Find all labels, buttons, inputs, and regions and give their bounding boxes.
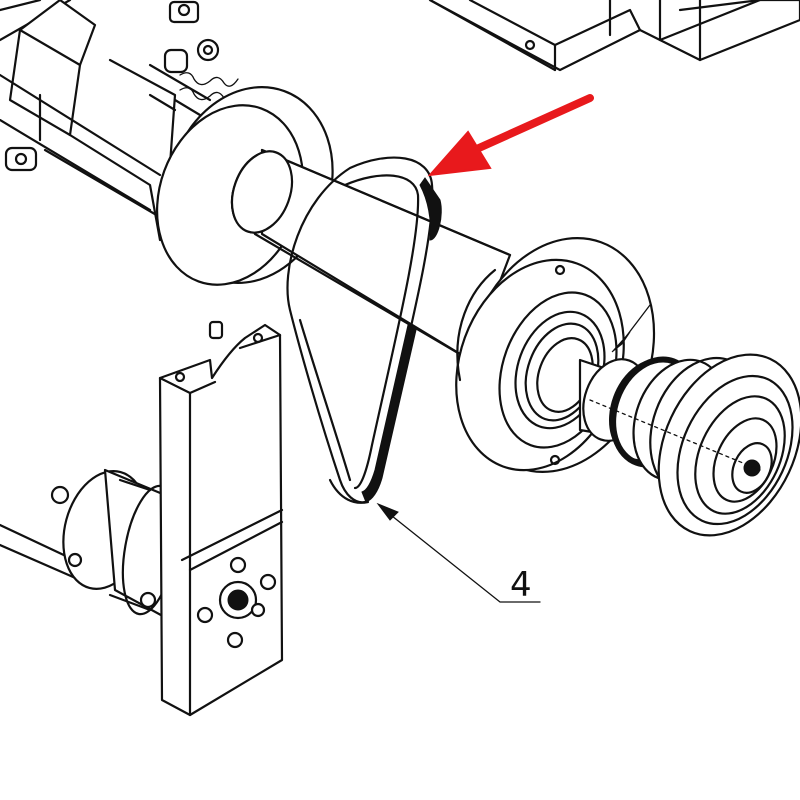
flange-pointer — [611, 304, 651, 353]
red-arrow-icon — [427, 94, 594, 177]
motor-assembly — [0, 468, 179, 622]
drive-belt — [286, 156, 442, 504]
pin-icon — [208, 320, 224, 340]
hub-bolt-pattern — [196, 556, 277, 649]
bolt-icon — [4, 146, 38, 172]
upper-housing — [428, 0, 800, 72]
mounting-plate — [158, 320, 284, 717]
callout-number: 4 — [510, 565, 532, 605]
bolt-icon — [163, 38, 220, 74]
callout-leader: 4 — [376, 502, 541, 605]
spindle-assembly — [578, 353, 800, 537]
main-shaft-assembly — [155, 86, 512, 362]
